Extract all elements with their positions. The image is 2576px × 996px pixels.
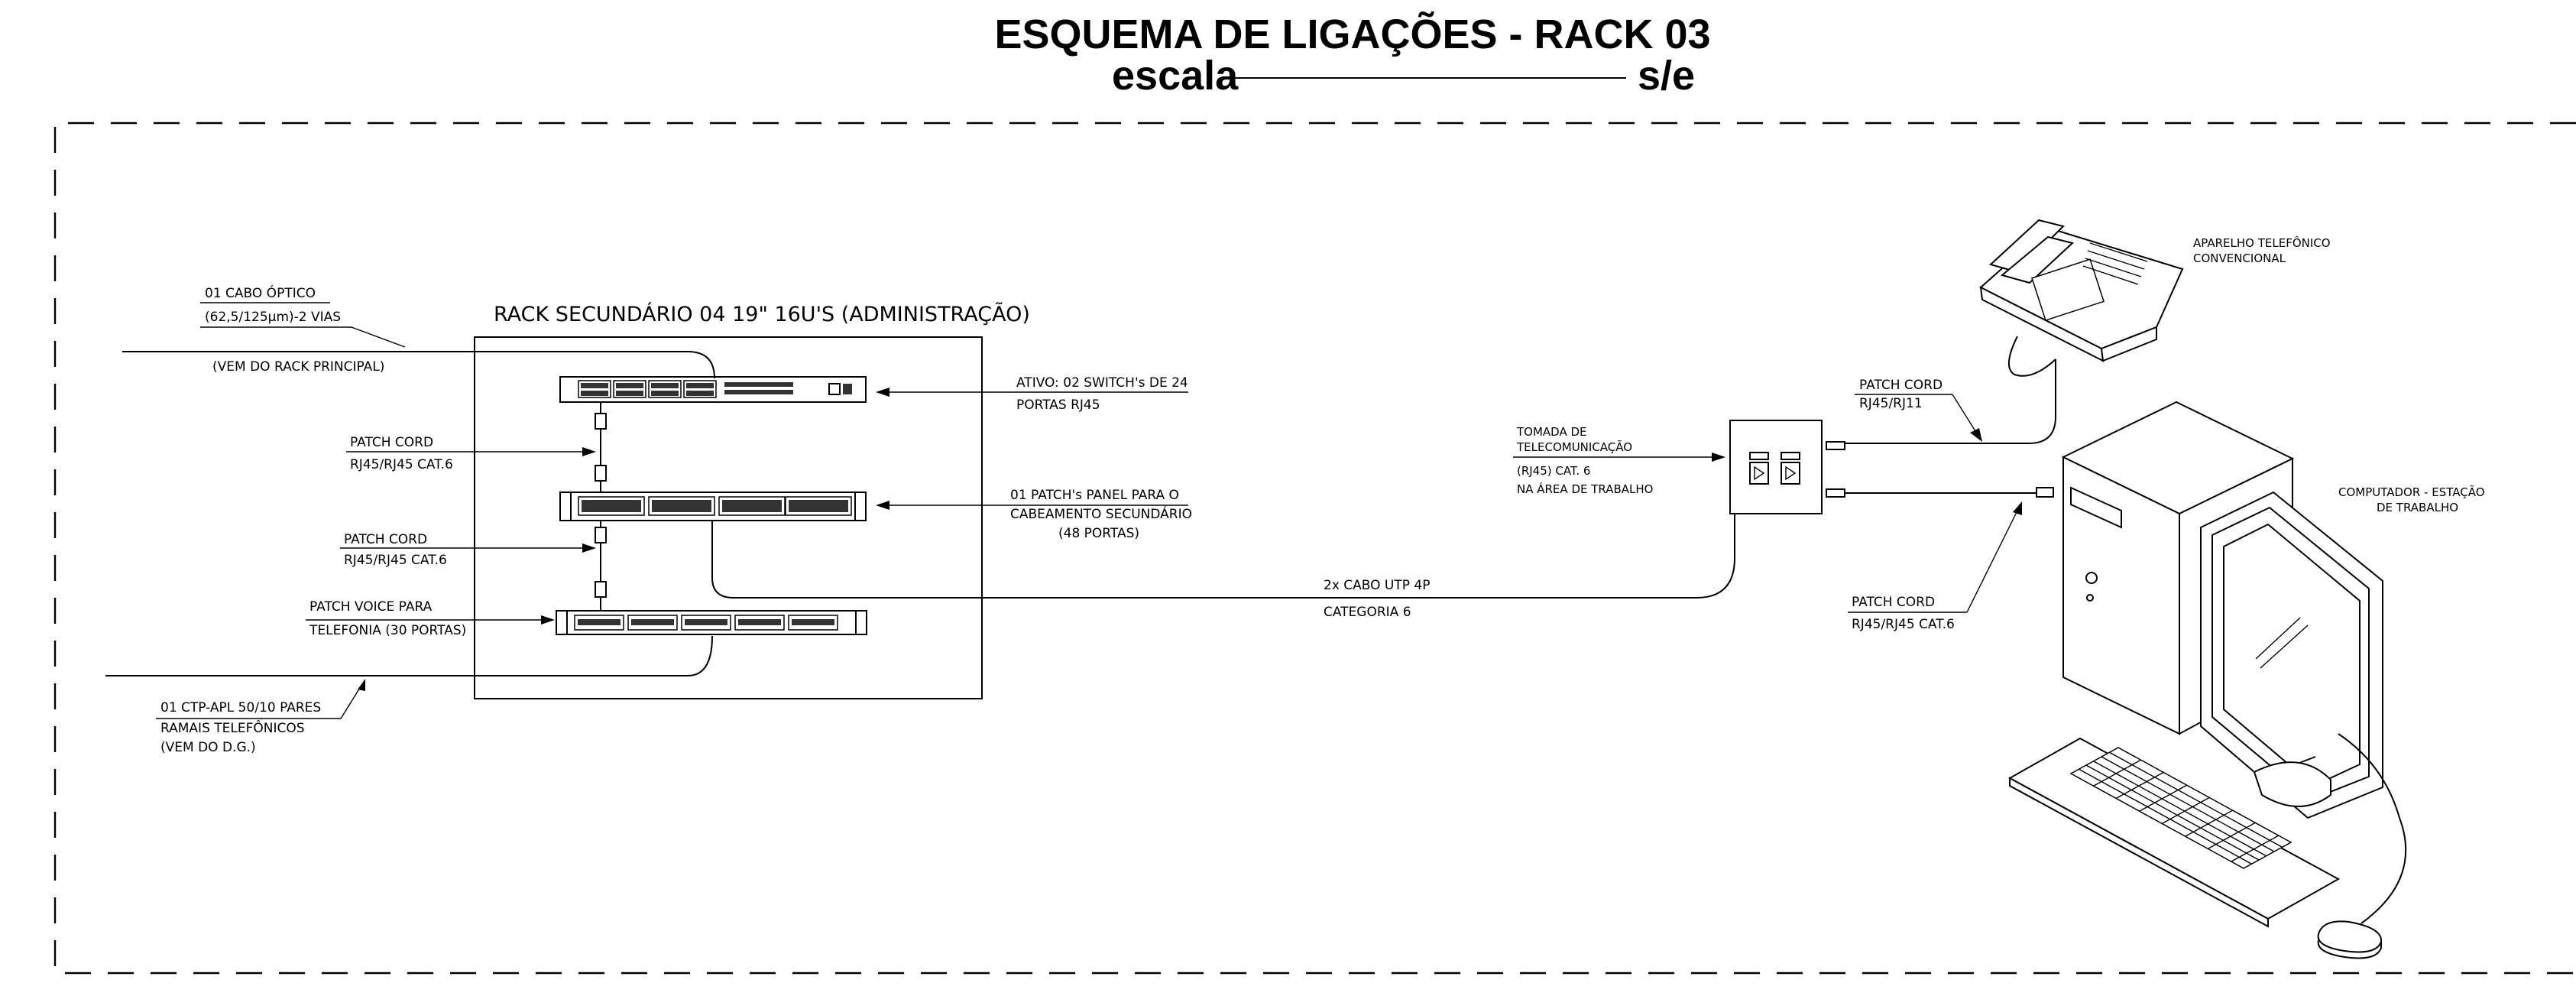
- phone-patch-cord: PATCH CORD RJ45/RJ11: [1826, 359, 2056, 450]
- svg-text:PATCH CORD: PATCH CORD: [1859, 378, 1943, 393]
- svg-text:TELECOMUNICAÇÃO: TELECOMUNICAÇÃO: [1516, 440, 1632, 454]
- computer-label-2: DE TRABALHO: [2377, 501, 2458, 514]
- pc-patch-cord: PATCH CORD RJ45/RJ45 CAT.6: [1826, 487, 2054, 632]
- svg-text:2x CABO UTP 4P: 2x CABO UTP 4P: [1324, 578, 1430, 593]
- patch-voice-callout: PATCH VOICE PARA TELEFONIA (30 PORTAS): [306, 599, 555, 638]
- diagram-title: ESQUEMA DE LIGAÇÕES - RACK 03: [994, 11, 1710, 57]
- monitor-icon: [2200, 491, 2383, 819]
- rack-label: RACK SECUNDÁRIO 04 19" 16U'S (ADMINISTRA…: [494, 302, 1030, 326]
- phone-label-1: APARELHO TELEFÔNICO: [2193, 235, 2331, 250]
- utp-cable-run: 2x CABO UTP 4P CATEGORIA 6: [711, 514, 1735, 620]
- svg-text:RJ45/RJ45 CAT.6: RJ45/RJ45 CAT.6: [350, 457, 453, 472]
- svg-text:(RJ45) CAT. 6: (RJ45) CAT. 6: [1517, 464, 1590, 478]
- patch-panel-callout: 01 PATCH's PANEL PARA O CABEAMENTO SECUN…: [876, 488, 1192, 541]
- svg-text:01 CTP-APL 50/10 PARES: 01 CTP-APL 50/10 PARES: [160, 700, 321, 715]
- network-switch: [559, 376, 867, 403]
- patch-voice-panel: [556, 610, 867, 635]
- svg-text:01 CABO ÓPTICO: 01 CABO ÓPTICO: [205, 284, 316, 301]
- ctp-cable-callout: 01 CTP-APL 50/10 PARES RAMAIS TELEFÔNICO…: [105, 635, 713, 755]
- phone-label-2: CONVENCIONAL: [2193, 251, 2286, 265]
- telephone-icon: [1979, 219, 2184, 377]
- keyboard-icon: [2007, 737, 2341, 928]
- svg-text:CATEGORIA 6: CATEGORIA 6: [1324, 605, 1411, 620]
- mouse-icon: [2317, 733, 2407, 959]
- svg-text:PATCH VOICE PARA: PATCH VOICE PARA: [309, 599, 433, 615]
- patch-panel-48: [559, 492, 867, 521]
- svg-text:NA ÁREA DE TRABALHO: NA ÁREA DE TRABALHO: [1517, 482, 1653, 496]
- svg-text:(62,5/125μm)-2 VIAS: (62,5/125μm)-2 VIAS: [205, 310, 341, 325]
- patch-cord-callout-1: PATCH CORD RJ45/RJ45 CAT.6: [346, 435, 596, 472]
- rack-enclosure: [474, 336, 983, 699]
- scale-label: escala: [1112, 53, 1239, 99]
- optical-cable-callout: 01 CABO ÓPTICO (62,5/125μm)-2 VIAS (VEM …: [122, 284, 715, 379]
- svg-text:ATIVO: 02 SWITCH's DE 24: ATIVO: 02 SWITCH's DE 24: [1016, 375, 1188, 391]
- scale-value: s/e: [1638, 53, 1695, 99]
- svg-text:PATCH CORD: PATCH CORD: [344, 532, 427, 547]
- svg-text:CABEAMENTO SECUNDÁRIO: CABEAMENTO SECUNDÁRIO: [1010, 505, 1192, 522]
- svg-text:RJ45/RJ45 CAT.6: RJ45/RJ45 CAT.6: [344, 553, 447, 568]
- telecom-outlet: [1729, 420, 1823, 514]
- svg-text:(VEM DO RACK PRINCIPAL): (VEM DO RACK PRINCIPAL): [212, 359, 384, 375]
- svg-text:RJ45/RJ45 CAT.6: RJ45/RJ45 CAT.6: [1852, 617, 1955, 632]
- svg-text:PATCH CORD: PATCH CORD: [1852, 595, 1935, 610]
- patch-cord-switch-panel: [595, 402, 607, 492]
- svg-text:(48 PORTAS): (48 PORTAS): [1058, 526, 1139, 541]
- svg-text:RJ45/RJ11: RJ45/RJ11: [1859, 396, 1923, 411]
- svg-text:01 PATCH's PANEL PARA O: 01 PATCH's PANEL PARA O: [1010, 488, 1179, 503]
- svg-text:PORTAS RJ45: PORTAS RJ45: [1016, 397, 1100, 413]
- svg-text:TOMADA DE: TOMADA DE: [1516, 425, 1587, 439]
- svg-text:TELEFONIA (30 PORTAS): TELEFONIA (30 PORTAS): [309, 623, 466, 638]
- patch-cord-callout-2: PATCH CORD RJ45/RJ45 CAT.6: [340, 532, 596, 568]
- outlet-callout: TOMADA DE TELECOMUNICAÇÃO (RJ45) CAT. 6 …: [1513, 425, 1725, 496]
- switch-callout: ATIVO: 02 SWITCH's DE 24 PORTAS RJ45: [876, 375, 1188, 413]
- patch-cord-panel-voice: [595, 521, 607, 611]
- drawing-frame: [53, 122, 2576, 975]
- svg-text:RAMAIS TELEFÔNICOS: RAMAIS TELEFÔNICOS: [160, 719, 305, 736]
- computer-label-1: COMPUTADOR - ESTAÇÃO: [2338, 485, 2485, 499]
- svg-text:(VEM DO D.G.): (VEM DO D.G.): [160, 740, 256, 755]
- svg-text:PATCH CORD: PATCH CORD: [350, 435, 433, 450]
